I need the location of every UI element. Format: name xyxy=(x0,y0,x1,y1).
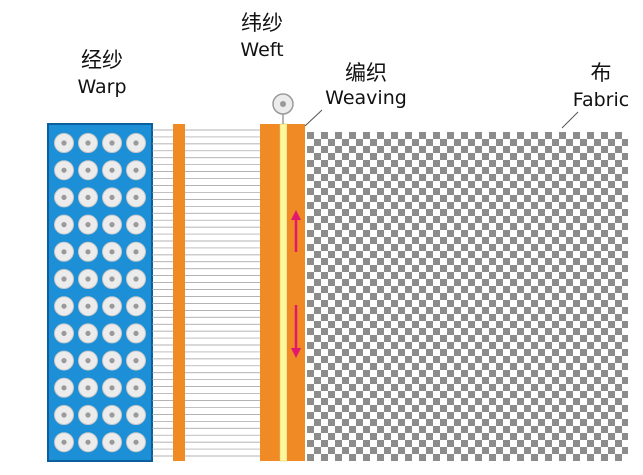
spool-icon xyxy=(102,296,122,317)
spool-icon xyxy=(54,296,74,317)
weaving-label-en: Weaving xyxy=(325,87,407,109)
spool-icon xyxy=(78,241,98,262)
spool-icon xyxy=(54,187,74,208)
spool-icon xyxy=(102,133,122,153)
arrow-up-icon xyxy=(291,210,301,252)
spool-icon xyxy=(272,93,294,124)
spool-icon xyxy=(78,405,98,425)
creel-board xyxy=(47,123,153,462)
spool-icon xyxy=(126,432,146,453)
spool-icon xyxy=(126,323,146,344)
spool-icon xyxy=(54,350,74,371)
fabric-label-en: Fabric xyxy=(573,89,629,111)
spool-icon xyxy=(126,187,146,208)
spool-icon xyxy=(54,241,74,262)
weft-label-cn: 纬纱 xyxy=(241,11,283,35)
warp-label-en: Warp xyxy=(77,76,126,98)
spool-icon xyxy=(102,214,122,235)
spool-icon xyxy=(78,133,98,153)
spool-icon xyxy=(126,296,146,317)
spool-icon xyxy=(54,160,74,181)
spool-icon xyxy=(126,133,146,153)
weaving-label-cn: 编织 xyxy=(345,61,387,85)
spool-icon xyxy=(102,241,122,262)
spool-icon xyxy=(102,377,122,398)
spool-icon xyxy=(78,187,98,208)
spool-icon xyxy=(102,187,122,208)
thread-guide-bar xyxy=(173,124,185,461)
spool-icon xyxy=(78,323,98,344)
weft-yarn-strip xyxy=(279,123,288,462)
spool-icon xyxy=(126,377,146,398)
spool-icon xyxy=(102,350,122,371)
spool-icon xyxy=(102,160,122,181)
spool-icon xyxy=(126,160,146,181)
fabric-label-cn: 布 xyxy=(591,61,612,85)
spool-icon xyxy=(102,405,122,425)
warp-threads-left xyxy=(152,129,173,457)
reed-right-bar xyxy=(287,124,305,461)
spool-icon xyxy=(102,323,122,344)
spool-icon xyxy=(78,160,98,181)
spool-icon xyxy=(54,214,74,235)
spool-icon xyxy=(126,214,146,235)
spool-icon xyxy=(78,350,98,371)
spool-icon xyxy=(102,432,122,453)
spool-icon xyxy=(78,432,98,453)
spool-icon xyxy=(54,323,74,344)
warp-threads-middle xyxy=(185,129,260,457)
weaving-reed xyxy=(260,123,305,462)
reed-left-bar xyxy=(260,124,280,461)
fabric-area xyxy=(307,132,628,461)
weaving-leader-line xyxy=(304,109,323,127)
warp-creel xyxy=(47,123,153,462)
spool-icon xyxy=(54,269,74,289)
weft-label-en: Weft xyxy=(240,39,283,61)
spool-icon xyxy=(78,214,98,235)
warp-spools xyxy=(54,133,146,453)
spool-icon xyxy=(54,405,74,425)
spool-icon xyxy=(54,133,74,153)
spool-icon xyxy=(54,432,74,453)
spool-icon xyxy=(54,377,74,398)
spool-icon xyxy=(126,405,146,425)
spool-icon xyxy=(126,241,146,262)
spool-icon xyxy=(78,269,98,289)
spool-icon xyxy=(126,350,146,371)
spool-icon xyxy=(126,269,146,289)
spool-icon xyxy=(102,269,122,289)
warp-label-cn: 经纱 xyxy=(81,48,123,72)
fabric-leader-line xyxy=(561,111,579,129)
spool-icon xyxy=(78,296,98,317)
arrow-down-icon xyxy=(291,305,301,358)
spool-icon xyxy=(78,377,98,398)
